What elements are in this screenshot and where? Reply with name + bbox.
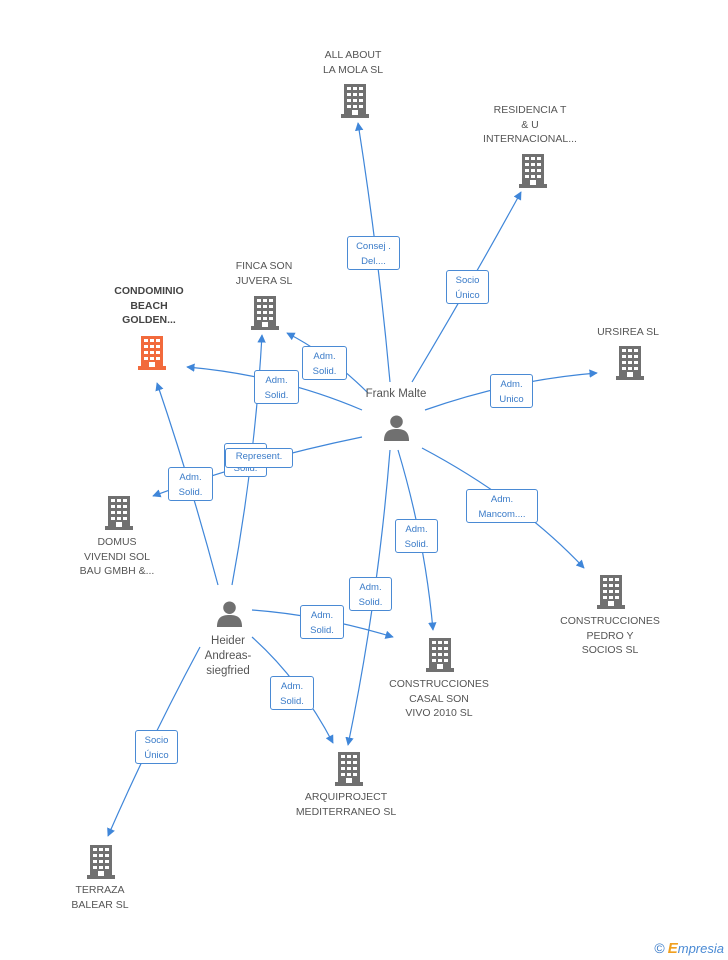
building-icon-casal[interactable]	[426, 638, 454, 672]
building-icon-ursirea[interactable]	[616, 346, 644, 380]
company-label-finca[interactable]: FINCA SON JUVERA SL	[235, 260, 293, 287]
person-icon-frank[interactable]	[383, 415, 410, 441]
company-label-domus[interactable]: DOMUS VIVENDI SOL BAU GMBH &...	[79, 536, 155, 577]
company-label-terraza[interactable]: TERRAZA BALEAR SL	[71, 884, 129, 911]
empresia-logo-text: mpresia	[677, 941, 724, 956]
edge-label-consej[interactable]: Consej . Del....	[347, 236, 400, 270]
company-label-all-about[interactable]: ALL ABOUT LA MOLA SL	[322, 49, 384, 76]
building-icon-arquiproject[interactable]	[335, 752, 363, 786]
building-icon-finca[interactable]	[251, 296, 279, 330]
company-label-ursirea[interactable]: URSIREA SL	[597, 326, 659, 338]
edge-label-adm-solid-arqui-frank[interactable]: Adm. Solid.	[349, 577, 392, 611]
building-icon-all-about[interactable]	[341, 84, 369, 118]
edge-label-represent[interactable]: Represent.	[225, 448, 293, 468]
person-label-heider[interactable]: Heider Andreas- siegfried	[204, 635, 252, 677]
edge-label-adm-unico[interactable]: Adm. Unico	[490, 374, 533, 408]
company-label-condominio[interactable]: CONDOMINIO BEACH GOLDEN...	[114, 285, 184, 326]
edge-label-adm-solid-domus[interactable]: Adm. Solid.	[168, 467, 213, 501]
empresia-logo: ©Empresia	[654, 940, 724, 957]
edge-label-adm-solid-casal-frank[interactable]: Adm. Solid.	[395, 519, 438, 553]
building-icon-terraza[interactable]	[87, 845, 115, 879]
empresia-logo-e: E	[667, 940, 678, 957]
company-label-casal[interactable]: CONSTRUCCIONES CASAL SON VIVO 2010 SL	[389, 678, 489, 719]
edge-label-adm-solid-finca[interactable]: Adm. Solid.	[302, 346, 347, 380]
edge-label-socio-unico-terraza[interactable]: Socio Único	[135, 730, 178, 764]
building-icon-condominio[interactable]	[138, 336, 166, 370]
company-label-arquiproject[interactable]: ARQUIPROJECT MEDITERRANEO SL	[295, 791, 397, 818]
edge-label-adm-solid-condominio[interactable]: Adm. Solid.	[254, 370, 299, 404]
building-icon-residencia[interactable]	[519, 154, 547, 188]
edge-label-adm-solid-casal-heider[interactable]: Adm. Solid.	[300, 605, 344, 639]
building-icon-pedro[interactable]	[597, 575, 625, 609]
copyright-symbol: ©	[654, 940, 665, 956]
edge-label-socio-unico-residencia[interactable]: Socio Único	[446, 270, 489, 304]
edge-label-adm-mancom[interactable]: Adm. Mancom....	[466, 489, 538, 523]
edge-label-adm-solid-arqui-heider[interactable]: Adm. Solid.	[270, 676, 314, 710]
building-icon-domus[interactable]	[105, 496, 133, 530]
person-icon-heider[interactable]	[216, 601, 243, 627]
company-label-pedro[interactable]: CONSTRUCCIONES PEDRO Y SOCIOS SL	[560, 615, 660, 656]
company-label-residencia[interactable]: RESIDENCIA T & U INTERNACIONAL...	[483, 104, 577, 145]
person-label-frank[interactable]: Frank Malte	[365, 388, 427, 400]
